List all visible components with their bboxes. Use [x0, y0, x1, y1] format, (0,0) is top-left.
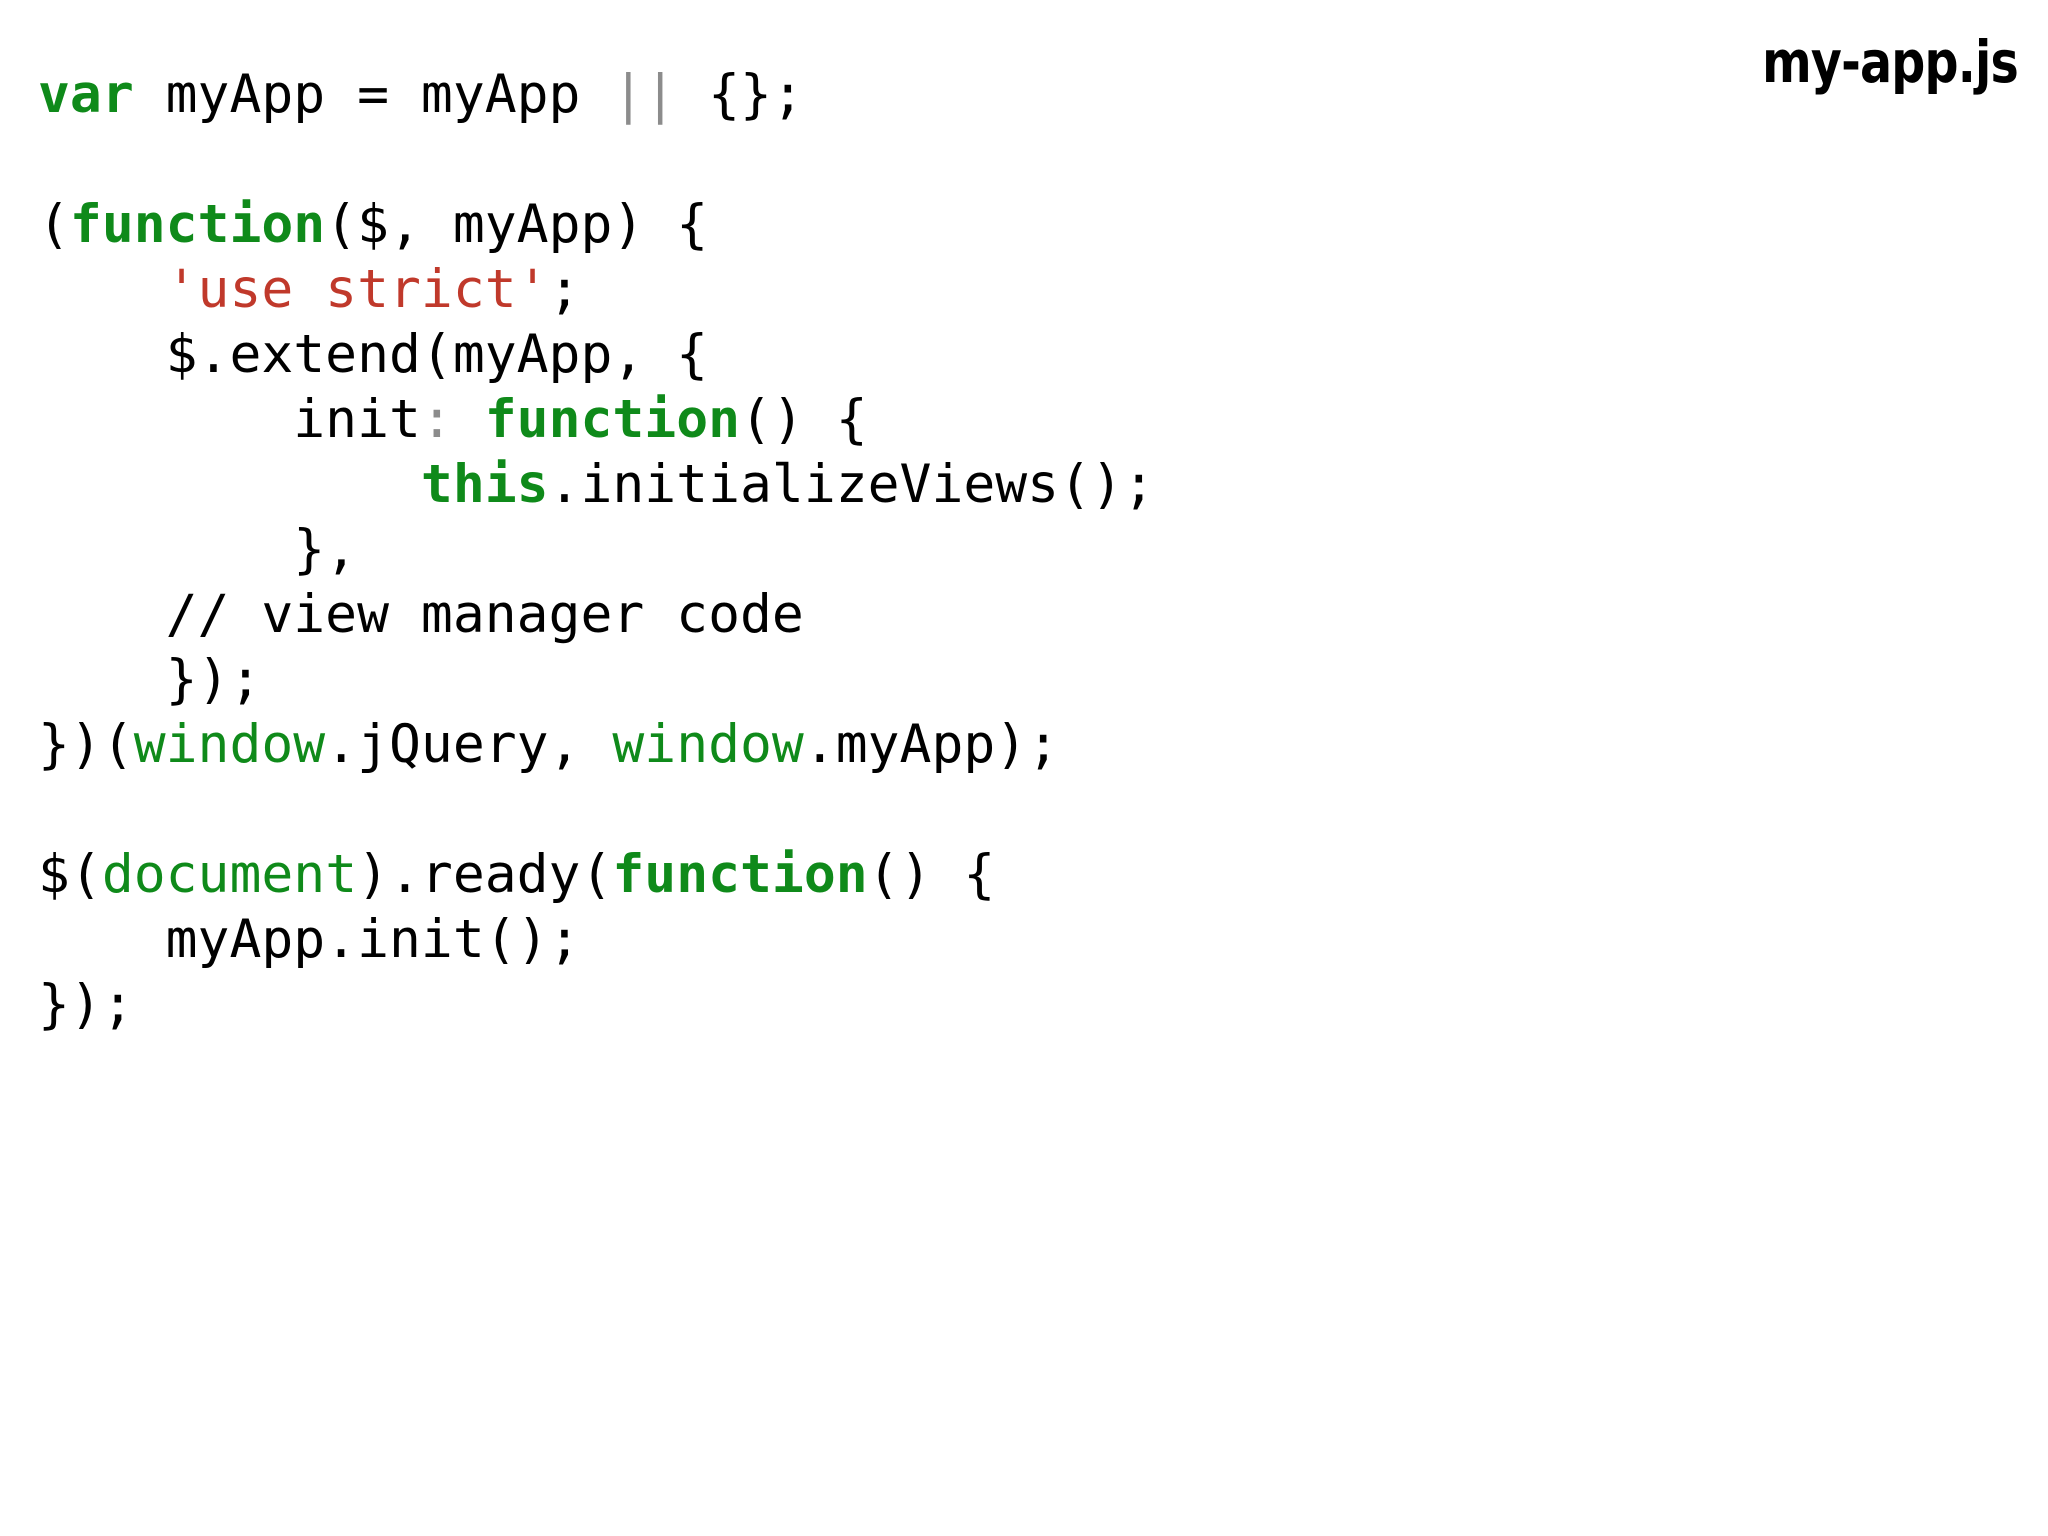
- code-line: },: [38, 517, 1155, 582]
- code-token: ;: [548, 259, 581, 320]
- code-line: $(document).ready(function() {: [38, 842, 1155, 907]
- code-line: // view manager code: [38, 582, 1155, 647]
- code-line: (function($, myApp) {: [38, 192, 1155, 257]
- code-line: init: function() {: [38, 387, 1155, 452]
- code-line: $.extend(myApp, {: [38, 322, 1155, 387]
- page-title: my-app.js: [1762, 28, 2019, 96]
- code-token: :: [420, 389, 453, 450]
- code-line: [38, 127, 1155, 192]
- code-line: [38, 777, 1155, 842]
- code-token: .myApp);: [803, 714, 1060, 775]
- code-token: })(: [38, 714, 134, 775]
- code-token: ).ready(: [357, 844, 613, 905]
- code-block: var myApp = myApp || {}; (function($, my…: [38, 62, 1155, 1037]
- code-token: [453, 389, 485, 450]
- code-line: });: [38, 647, 1155, 712]
- code-token: var: [38, 64, 134, 125]
- code-token: ($, myApp) {: [325, 194, 709, 255]
- code-token: .jQuery,: [325, 714, 613, 775]
- code-line: this.initializeViews();: [38, 452, 1155, 517]
- code-token: // view manager code: [38, 584, 804, 645]
- code-token: function: [484, 389, 741, 450]
- code-token: });: [38, 649, 262, 710]
- code-token: function: [612, 844, 868, 905]
- code-token: [38, 259, 166, 320]
- code-token: myApp = myApp: [133, 64, 613, 125]
- code-token: () {: [867, 844, 996, 905]
- code-token: window: [612, 714, 804, 775]
- code-token: this: [420, 454, 549, 515]
- code-token: function: [69, 194, 326, 255]
- code-token: (: [38, 194, 70, 255]
- code-token: [38, 454, 421, 515]
- code-line: })(window.jQuery, window.myApp);: [38, 712, 1155, 777]
- code-line: });: [38, 972, 1155, 1037]
- code-token: 'use strict': [165, 259, 549, 320]
- code-token: () {: [740, 389, 868, 450]
- code-token: });: [38, 974, 134, 1035]
- code-token: ||: [612, 64, 677, 125]
- code-line: myApp.init();: [38, 907, 1155, 972]
- code-token: {};: [676, 64, 804, 125]
- code-token: $.extend(myApp, {: [38, 324, 709, 385]
- code-line: 'use strict';: [38, 257, 1155, 322]
- code-token: window: [133, 714, 326, 775]
- code-token: myApp.init();: [38, 909, 581, 970]
- code-token: .initializeViews();: [548, 454, 1155, 515]
- code-line: var myApp = myApp || {};: [38, 62, 1155, 127]
- code-token: },: [38, 519, 358, 580]
- code-token: $(: [38, 844, 102, 905]
- code-token: init: [38, 389, 421, 450]
- code-token: document: [101, 844, 358, 905]
